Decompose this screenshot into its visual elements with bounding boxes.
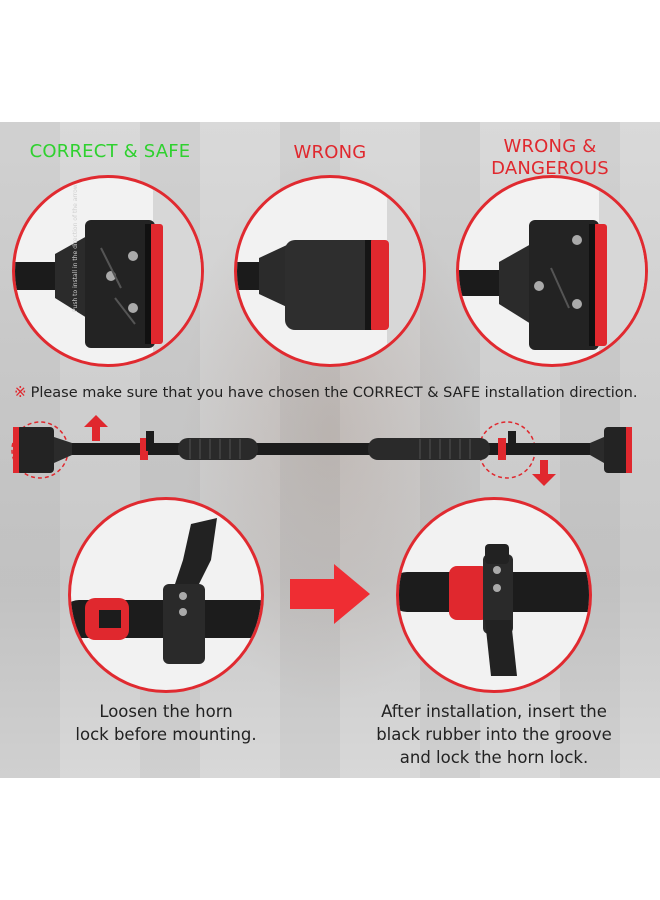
arrow-right-icon [290,564,370,624]
horn-lock-open-illustration [71,518,261,664]
caption-right-line1: After installation, insert the [381,702,607,721]
horn-lock-closed-illustration [399,544,589,676]
device-print-text: Push to install in the direction of the … [72,184,79,312]
dangerous-install-circle [456,175,648,367]
reference-mark-icon: ※ [14,383,27,401]
wrong-install-circle [234,175,426,367]
caption-right-line2: black rubber into the groove [376,725,612,744]
note-text: Please make sure that you have chosen th… [30,385,638,401]
correct-safe-label: CORRECT & SAFE [29,141,191,162]
arrow-down-icon [532,460,556,486]
horn-lock-closed-circle [396,497,592,693]
arrow-up-icon [84,415,108,441]
horn-lock-open-circle [68,497,264,693]
caption-right-line3: and lock the horn lock. [399,748,589,767]
caption-left-line2: lock before mounting. [75,725,257,744]
wrong-dangerous-label: WRONG & DANGEROUS [460,136,640,180]
pull-up-bar-illustration [11,421,632,479]
wrong-dangerous-line2: DANGEROUS [491,158,609,179]
caption-left-line1: Loosen the horn [99,702,233,721]
correct-install-illustration: Push to install in the direction of the … [15,178,201,364]
dangerous-install-illustration [459,178,645,364]
wrong-install-illustration [237,178,423,364]
insert-rubber-caption: After installation, insert the black rub… [362,700,626,769]
wrong-label: WRONG [293,142,367,163]
installation-direction-note: ※Please make sure that you have chosen t… [14,383,654,401]
correct-install-circle: Push to install in the direction of the … [12,175,204,367]
loosen-horn-lock-caption: Loosen the horn lock before mounting. [46,700,286,746]
wrong-dangerous-line1: WRONG & [503,136,597,157]
